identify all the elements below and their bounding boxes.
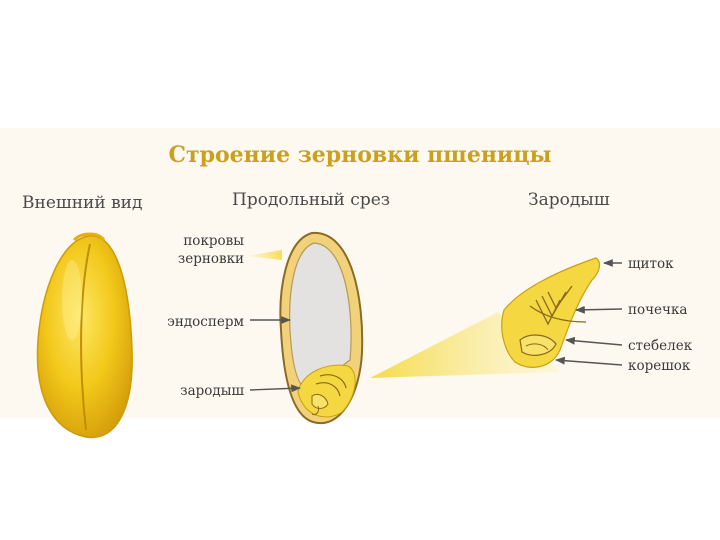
embryo-enlarged [502, 258, 600, 367]
heading-exterior: Внешний вид [22, 193, 142, 213]
label-coat-line1: покровы [183, 233, 244, 249]
whole-grain [37, 234, 132, 437]
label-bud: почечка [628, 302, 687, 318]
diagram-title: Строение зерновки пшеницы [168, 142, 551, 168]
bud-arrow [576, 309, 622, 310]
root-arrow [556, 360, 622, 365]
coat-pointer [246, 250, 282, 260]
heading-embryo: Зародыш [528, 190, 610, 210]
heading-section: Продольный срез [232, 190, 390, 210]
label-scutellum: щиток [628, 256, 674, 272]
label-root: корешок [628, 358, 691, 374]
label-endosperm: эндосперм [167, 314, 244, 330]
grain-section [280, 233, 362, 423]
label-stem: стебелек [628, 338, 693, 354]
stem-arrow [566, 340, 622, 345]
label-section-embryo: зародыш [180, 383, 244, 399]
label-coat-line2: зерновки [178, 251, 244, 267]
